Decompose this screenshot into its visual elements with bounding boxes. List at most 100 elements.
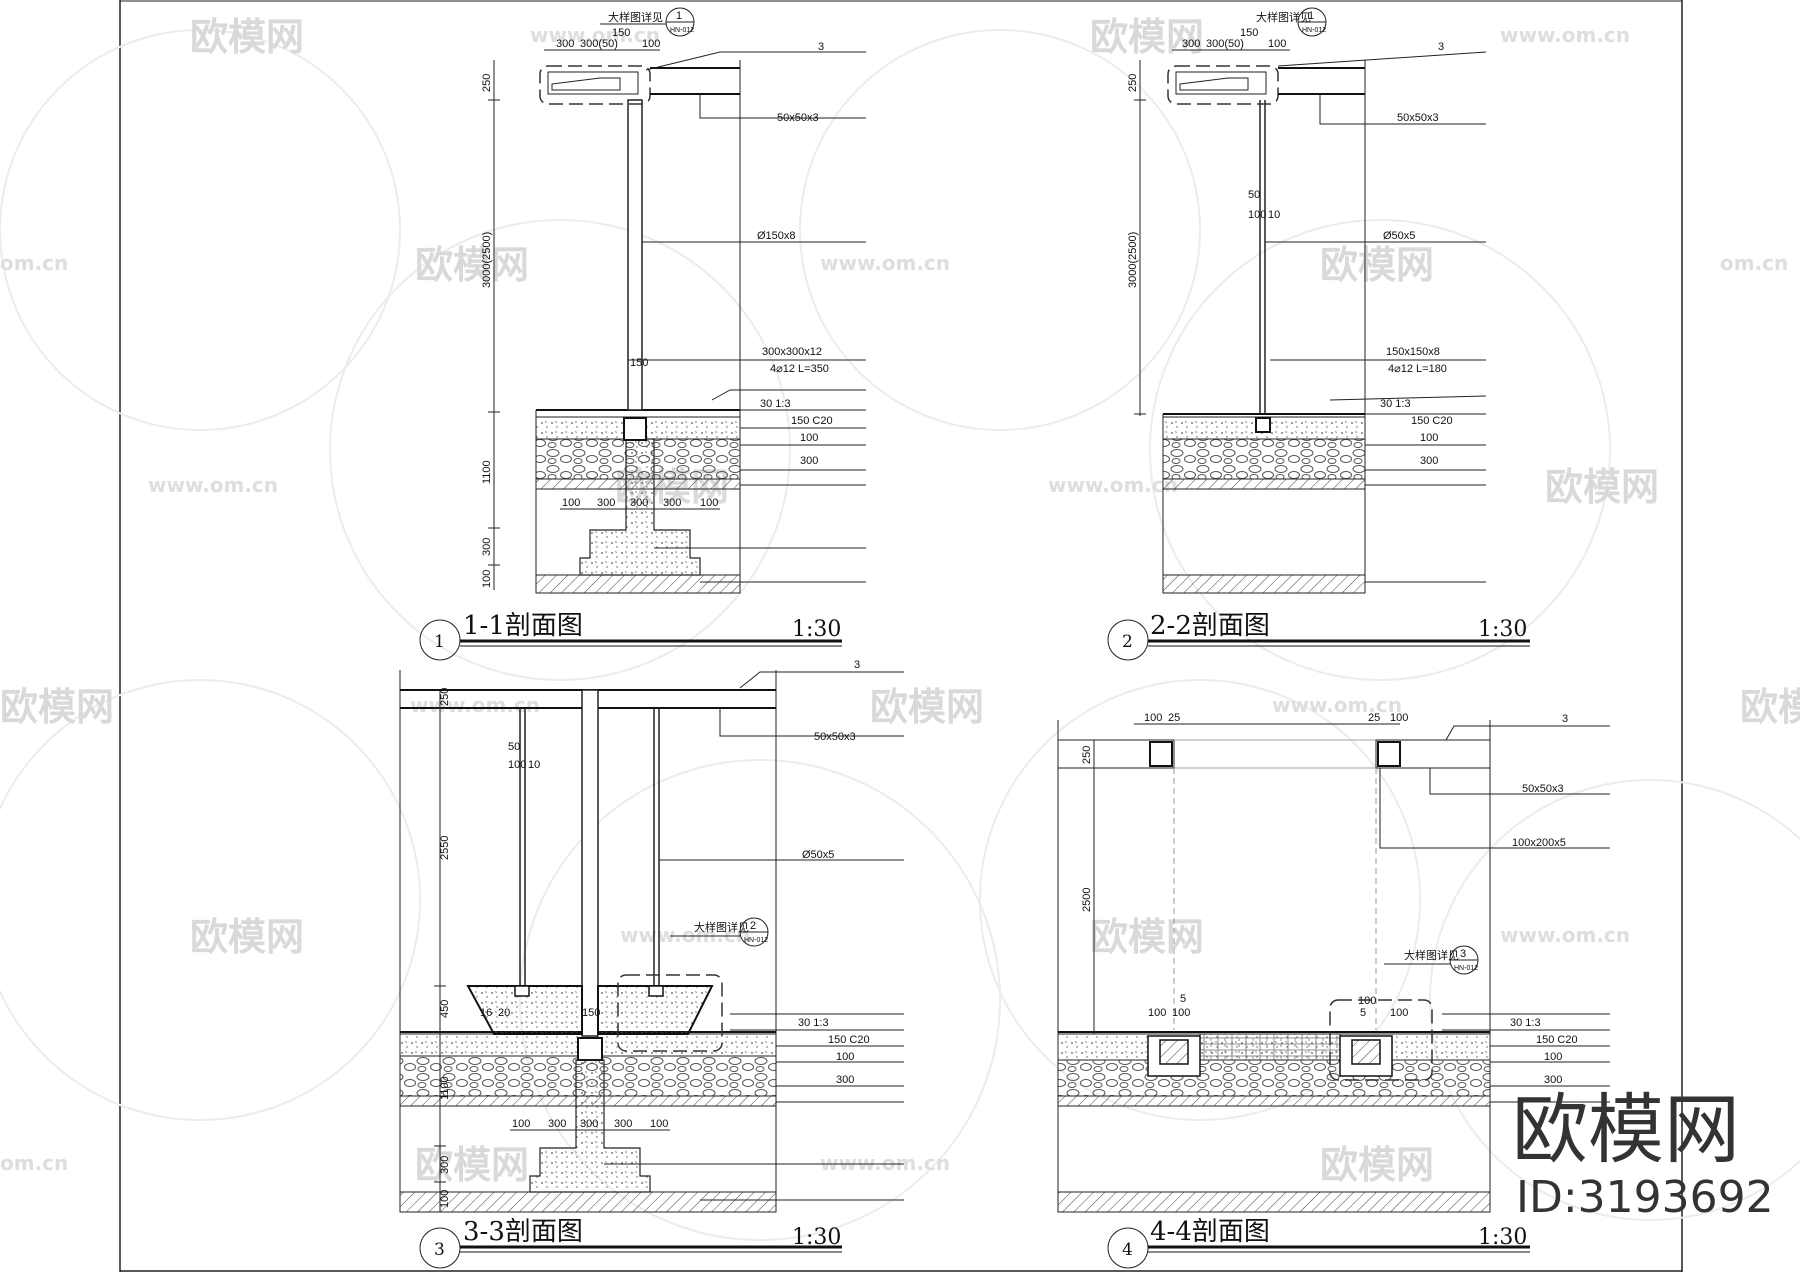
dim-small: 100	[1390, 1007, 1408, 1019]
watermark-brand: 欧模网	[415, 243, 529, 287]
dim-footing: 300	[548, 1118, 566, 1130]
note: 100	[1544, 1051, 1562, 1063]
watermark-brand: 欧模网	[1090, 915, 1204, 959]
dim-left: 100	[481, 570, 493, 588]
dim-top: 25	[1368, 712, 1380, 724]
dim-post: 150	[630, 357, 648, 369]
dim-left: 3000(2500)	[1127, 232, 1139, 288]
section-scale: 1:30	[792, 617, 841, 642]
watermark-brand: 欧模网	[870, 685, 984, 729]
note: 300x300x12	[762, 346, 822, 358]
section-number: 3	[434, 1240, 445, 1260]
dim-left: 3000(2500)	[481, 232, 493, 288]
dim-rod: 50	[508, 741, 520, 753]
note: Ø50x5	[802, 849, 834, 861]
watermark-url: www.om.cn	[148, 473, 278, 497]
note: 3	[818, 41, 824, 53]
dim-rod: 50	[1248, 189, 1260, 201]
callout-text: 大样图详见	[694, 920, 749, 934]
dim-top: 300	[556, 38, 574, 50]
section-number: 4	[1122, 1240, 1133, 1260]
watermark-url: www.om.cn	[1500, 23, 1630, 47]
dim-left: 250	[481, 74, 493, 92]
dim-left: 1100	[439, 1076, 451, 1100]
dim-left: 250	[1081, 746, 1093, 764]
brand-id: ID:3193692	[1516, 1172, 1774, 1223]
watermark-url: www.om.cn	[820, 1151, 950, 1175]
watermark-url: www.om.cn	[620, 923, 750, 947]
callout-text: 大样图详见	[1404, 948, 1459, 962]
section-title: 1-1剖面图	[463, 611, 583, 641]
section-title: 3-3剖面图	[463, 1217, 583, 1247]
watermark-url: om.cn	[0, 251, 68, 275]
dim-small: 100	[1172, 1007, 1190, 1019]
watermark-url: om.cn	[1720, 251, 1788, 275]
note: 30 1:3	[798, 1017, 829, 1029]
note: 150x150x8	[1386, 346, 1440, 358]
section-4-4: 250 2500 100 25 25 100 5 100 100 100 5 1…	[1057, 712, 1610, 1269]
dim-footing: 100	[562, 497, 580, 509]
callout-number: 3	[1460, 948, 1466, 960]
note: 100	[836, 1051, 854, 1063]
dim-left: 1100	[481, 460, 493, 484]
callout-number: 2	[750, 920, 756, 932]
note: 150 C20	[791, 415, 833, 427]
section-scale: 1:30	[792, 1225, 841, 1250]
section-title: 2-2剖面图	[1150, 611, 1270, 641]
section-number: 2	[1122, 632, 1133, 652]
note: 50x50x3	[1522, 783, 1564, 795]
note: 150 C20	[828, 1034, 870, 1046]
dim-top: 300(50)	[580, 38, 618, 50]
dim-footing: 300	[580, 1118, 598, 1130]
dim-left: 2550	[439, 836, 451, 860]
brand-logo: 欧模网	[1512, 1085, 1740, 1174]
callout-number: 1	[1308, 10, 1314, 22]
section-title: 4-4剖面图	[1150, 1217, 1270, 1247]
watermark-brand: 欧模网	[1090, 15, 1204, 59]
section-2-2: 250 3000(2500) 300 300(50) 100 150 50 10…	[1107, 7, 1530, 661]
dim-footing: 300	[663, 497, 681, 509]
dim-footing: 100	[650, 1118, 668, 1130]
note: 4⌀12 L=180	[1388, 363, 1447, 375]
callout-text: 大样图详见	[608, 10, 663, 24]
note: 150 C20	[1536, 1034, 1578, 1046]
note: 30 1:3	[1510, 1017, 1541, 1029]
dim-top: 150	[1240, 27, 1258, 39]
watermark-url: www.om.cn	[1272, 693, 1402, 717]
watermark-url: www.om.cn	[410, 693, 540, 717]
note: 3	[1438, 41, 1444, 53]
dim-small: 100	[1358, 995, 1376, 1007]
dim-small: 100	[1148, 1007, 1166, 1019]
note: 50x50x3	[777, 112, 819, 124]
note: 150 C20	[1411, 415, 1453, 427]
dim-top: 100	[642, 38, 660, 50]
section-number: 1	[434, 632, 445, 652]
sheet-frame	[119, 0, 1683, 1272]
dim-rod: 10	[528, 759, 540, 771]
note: 30 1:3	[1380, 398, 1411, 410]
note: 3	[1562, 713, 1568, 725]
section-3-3: 250 2550 450 1100 300 100 50 100 10 16 2…	[399, 659, 904, 1269]
dim-top: 100	[1390, 712, 1408, 724]
dim-small: 5	[1360, 1007, 1366, 1019]
section-scale: 1:30	[1478, 617, 1527, 642]
note: 4⌀12 L=350	[770, 363, 829, 375]
watermark-url: om.cn	[0, 1151, 68, 1175]
watermark-url: www.om.cn	[1500, 923, 1630, 947]
note: 30 1:3	[760, 398, 791, 410]
dim-footing: 100	[700, 497, 718, 509]
dim-left: 2500	[1081, 888, 1093, 912]
dim-top: 150	[612, 27, 630, 39]
note: 300	[800, 455, 818, 467]
note: Ø50x5	[1383, 230, 1415, 242]
dim-top: 300(50)	[1206, 38, 1244, 50]
note: Ø150x8	[757, 230, 796, 242]
section-1-1: 250 3000(2500) 1100 300 100 300 300(50) …	[419, 7, 866, 661]
dim-rod: 100	[508, 759, 526, 771]
dim-footing: 300	[614, 1118, 632, 1130]
dim-planter: 16	[480, 1007, 492, 1019]
dim-planter: 150	[582, 1007, 600, 1019]
dim-top: 300	[1182, 38, 1200, 50]
note: 50x50x3	[1397, 112, 1439, 124]
watermark-texts: 欧模网 www.om.cn 欧模网 www.om.cn om.cn 欧模网 ww…	[0, 15, 1800, 1187]
